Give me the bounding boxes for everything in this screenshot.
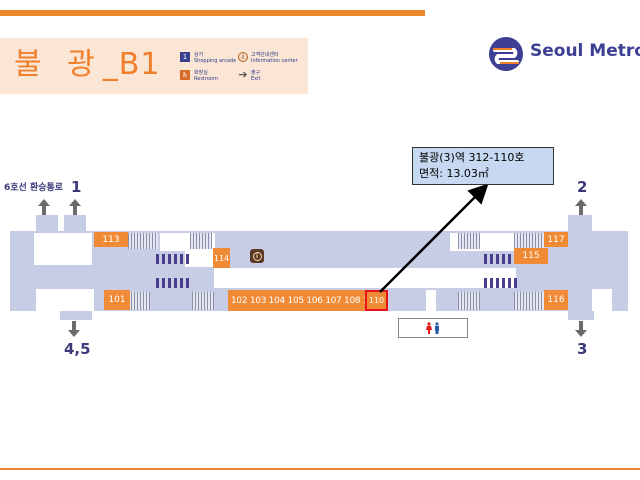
exit-arrow-icon: ➔	[238, 67, 248, 81]
information-icon: i	[238, 52, 248, 62]
exit-1-label: 1	[71, 178, 82, 196]
stairs	[458, 292, 480, 310]
restroom-icon	[426, 322, 439, 334]
wall-block	[36, 289, 94, 311]
callout-title: 불광(3)역 312-110호	[419, 151, 525, 164]
fare-gates	[484, 278, 517, 288]
exit-2-label: 2	[577, 178, 588, 196]
shop-114[interactable]: 114	[213, 248, 230, 268]
shop-101[interactable]: 101	[104, 290, 130, 310]
wall-block	[160, 233, 188, 251]
corridor-exit2	[568, 215, 592, 235]
up-arrow-icon	[575, 199, 587, 215]
shop-icon: 1	[180, 52, 190, 62]
wall-block	[592, 289, 612, 311]
corridor-exit1	[64, 215, 86, 235]
wall-block	[214, 268, 516, 288]
down-arrow-icon	[575, 321, 587, 337]
station-name: 불 광	[14, 47, 103, 82]
up-arrow-icon	[38, 199, 50, 215]
callout-area: 면적: 13.03㎡	[419, 167, 489, 180]
corridor-transfer	[36, 215, 58, 235]
stairs	[190, 233, 212, 249]
shop-row-102-109[interactable]: 102 103 104 105 106 107 108 109	[228, 290, 388, 311]
shop-117[interactable]: 117	[544, 232, 568, 247]
fare-gates	[156, 254, 189, 264]
seoul-metro-logo-icon	[489, 37, 523, 71]
station-level: _B1	[102, 47, 161, 82]
stairs	[128, 233, 158, 249]
stairs	[458, 233, 480, 249]
wall-block	[34, 233, 92, 265]
header-accent-bar	[0, 10, 425, 16]
exit-3-label: 3	[577, 340, 588, 358]
stairs	[128, 292, 150, 310]
footer-accent-line	[0, 468, 640, 470]
up-arrow-icon	[69, 199, 81, 215]
shop-113[interactable]: 113	[94, 232, 128, 247]
restroom-sign	[398, 318, 468, 338]
information-center-icon: i	[250, 249, 264, 263]
shop-116[interactable]: 116	[544, 290, 568, 310]
shop-115[interactable]: 115	[514, 248, 548, 264]
stairs	[514, 292, 544, 310]
brand-name: Seoul Metro	[530, 41, 640, 61]
station-title: 불 광_B1	[14, 47, 160, 83]
wall-block	[426, 290, 436, 311]
stairs	[192, 292, 214, 310]
shop-110-highlight[interactable]: 110	[365, 290, 388, 311]
stairs	[514, 233, 544, 249]
down-arrow-icon	[68, 321, 80, 337]
shop-110-info-callout: 불광(3)역 312-110호 면적: 13.03㎡	[412, 147, 554, 185]
fare-gates	[156, 278, 189, 288]
title-panel	[0, 38, 308, 94]
exit-45-label: 4,5	[64, 340, 91, 358]
transfer-passage-label: 6호선 환승통로	[4, 183, 64, 193]
fare-gates	[484, 254, 511, 264]
restroom-icon: ♿	[180, 70, 190, 80]
corridor-exit3	[568, 305, 594, 320]
